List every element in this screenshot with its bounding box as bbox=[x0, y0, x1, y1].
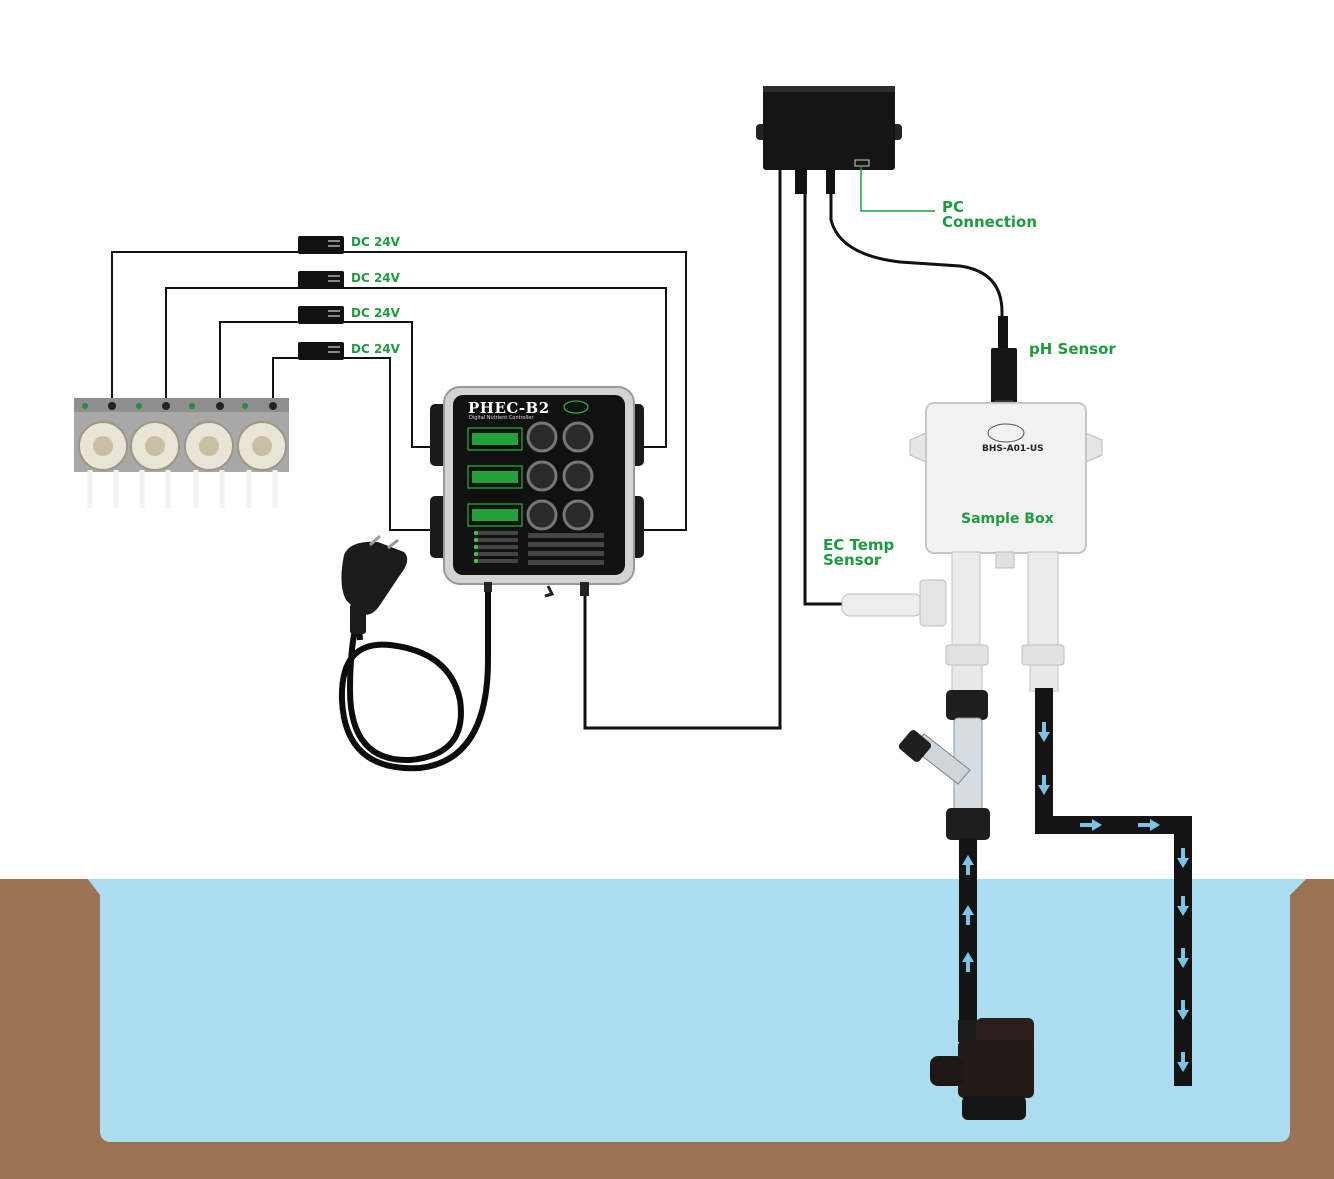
brand-logo bbox=[563, 400, 589, 414]
controller-model: PHEC-B2 bbox=[468, 399, 550, 417]
sensor-cables bbox=[583, 170, 1004, 730]
soil bbox=[0, 879, 1334, 1179]
pump-1 bbox=[78, 421, 128, 508]
ec-temp-sensor-label: EC Temp Sensor bbox=[823, 536, 895, 569]
ec-temp-probe bbox=[841, 593, 923, 617]
sample-box-model: BHS-A01-US bbox=[982, 444, 1044, 454]
sample-box bbox=[841, 402, 1103, 692]
pc-connection-label: PC Connection bbox=[942, 198, 1038, 231]
pump-3 bbox=[184, 421, 234, 508]
power-plug bbox=[341, 534, 408, 634]
submersible-pump bbox=[930, 1018, 1034, 1120]
dc-label-4: DC 24V bbox=[351, 342, 400, 356]
reservoir bbox=[0, 879, 1334, 1179]
dc-label-3: DC 24V bbox=[351, 306, 400, 320]
sample-box-logo bbox=[987, 423, 1025, 443]
ph-sensor-label: pH Sensor bbox=[1029, 340, 1116, 358]
filter-assembly bbox=[898, 690, 990, 840]
flow-arrows bbox=[962, 722, 1189, 1072]
controller-knobs bbox=[526, 421, 594, 531]
sample-box-label: Sample Box bbox=[961, 511, 1054, 527]
pump-wiring bbox=[111, 251, 687, 531]
controller bbox=[430, 386, 644, 598]
pump-4 bbox=[237, 421, 287, 508]
water bbox=[88, 879, 1306, 1142]
interface-box bbox=[756, 86, 902, 194]
dosing-pumps bbox=[74, 398, 289, 508]
dc-adapters bbox=[298, 236, 344, 360]
pc-connection-line bbox=[860, 166, 935, 212]
controller-subtitle: Digital Nutrient Controller bbox=[469, 415, 534, 421]
dc-label-2: DC 24V bbox=[351, 271, 400, 285]
pc-port bbox=[854, 159, 870, 167]
dc-label-1: DC 24V bbox=[351, 235, 400, 249]
ph-sensor bbox=[991, 316, 1017, 410]
pump-2 bbox=[130, 421, 180, 508]
